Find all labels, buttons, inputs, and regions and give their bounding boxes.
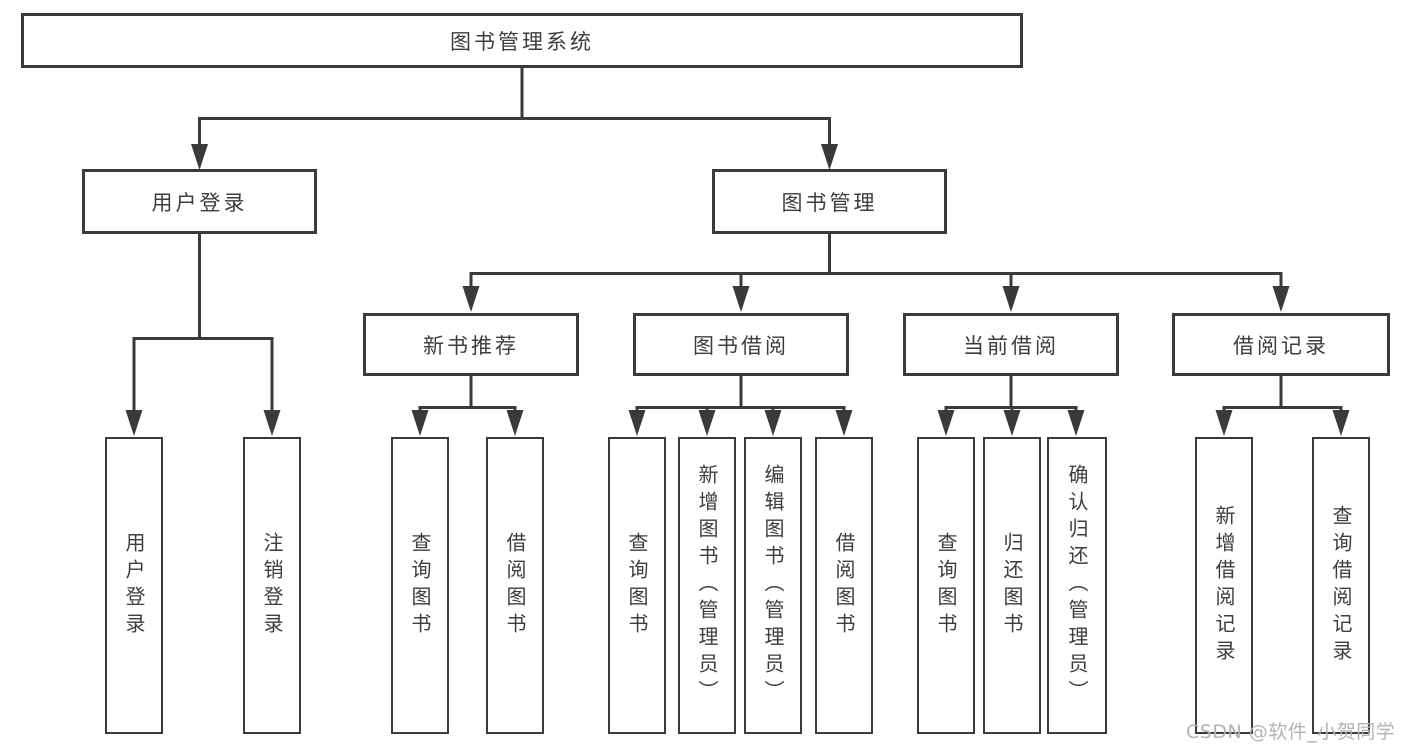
node-label: 图书管理系统 [450,29,594,54]
node-label: 新书推荐 [423,333,519,358]
node-book-management: 图书管理 [712,169,947,234]
leaf-edit-books-admin: 编辑图书（管理员） [744,437,802,734]
node-book-borrow: 图书借阅 [633,313,849,376]
leaf-confirm-return-admin: 确认归还（管理员） [1047,437,1107,734]
leaf-label: 新增借阅记录 [1212,504,1236,667]
node-label: 当前借阅 [963,333,1059,358]
leaf-return-books: 归还图书 [983,437,1041,734]
leaf-query-borrow-record: 查询借阅记录 [1312,437,1370,734]
leaf-label: 借阅图书 [503,531,527,640]
node-current-borrow: 当前借阅 [903,313,1119,376]
leaf-borrow-books-recommend: 借阅图书 [486,437,544,734]
node-new-book-recommend: 新书推荐 [363,313,579,376]
leaf-query-books-current: 查询图书 [917,437,975,734]
leaf-label: 归还图书 [1000,531,1024,640]
leaf-user-login: 用户登录 [105,437,163,734]
leaf-query-books-recommend: 查询图书 [391,437,449,734]
leaf-label: 注销登录 [260,531,284,640]
leaf-label: 查询图书 [408,531,432,640]
leaf-label: 借阅图书 [832,531,856,640]
csdn-watermark: CSDN @软件_小贺同学 [1186,721,1396,743]
node-label: 图书管理 [781,190,878,215]
leaf-label: 用户登录 [122,531,146,640]
leaf-add-books-admin: 新增图书（管理员） [678,437,736,734]
node-label: 图书借阅 [693,333,789,358]
leaf-label: 查询图书 [934,531,958,640]
leaf-logout: 注销登录 [243,437,301,734]
leaf-label: 查询图书 [625,531,649,640]
leaf-borrow-books: 借阅图书 [815,437,873,734]
node-label: 借阅记录 [1233,333,1329,358]
leaf-add-borrow-record: 新增借阅记录 [1195,437,1253,734]
leaf-label: 确认归还（管理员） [1065,464,1089,707]
node-borrow-records: 借阅记录 [1172,313,1390,376]
node-user-login: 用户登录 [82,169,317,234]
node-label: 用户登录 [151,190,248,215]
node-root-system: 图书管理系统 [21,13,1023,68]
leaf-label: 新增图书（管理员） [695,464,719,707]
leaf-label: 编辑图书（管理员） [761,464,785,707]
leaf-label: 查询借阅记录 [1329,504,1353,667]
leaf-query-books-borrow: 查询图书 [608,437,666,734]
